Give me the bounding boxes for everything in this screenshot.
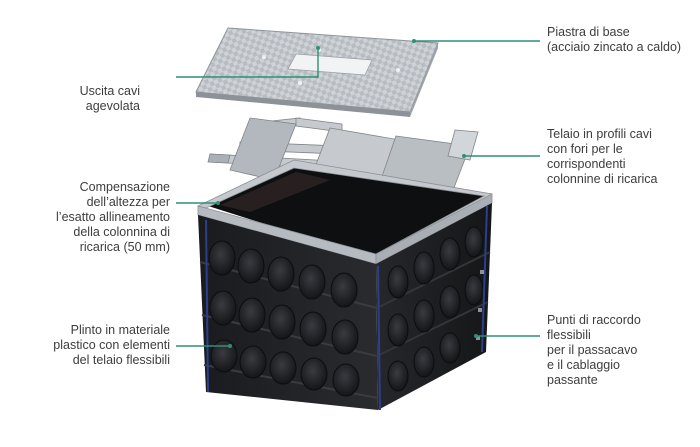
callout-line: Plinto in materiale: [70, 323, 170, 337]
callout-line: l’esatto allineamento: [56, 210, 170, 224]
callout-line: (acciaio zincato a caldo): [547, 40, 682, 54]
callout-line: con fori per le: [547, 142, 623, 156]
callout-line: del telaio flessibili: [72, 353, 170, 367]
callout-line: della colonnina di: [73, 225, 170, 239]
callout-line: Punti di raccordo: [547, 313, 641, 327]
callout-line: passante: [547, 373, 598, 387]
callout-line: per il passacavo: [547, 343, 638, 357]
callout-line: agevolata: [85, 99, 140, 113]
callout-base-plate: Piastra di base (acciaio zincato a caldo…: [547, 25, 681, 55]
callout-line: ricarica (50 mm): [79, 240, 170, 254]
callout-line: plastico con elementi: [53, 338, 170, 352]
callout-line: Compensazione: [79, 180, 170, 194]
callout-line: Telaio in profili cavi: [547, 127, 652, 141]
base-plate: [195, 27, 439, 117]
plastic-plinth: [196, 159, 494, 411]
callout-line: flessibili: [547, 328, 591, 342]
callout-line: e il cablaggio: [547, 358, 620, 372]
callout-height-compensation: Compensazione dell’altezza per l’esatto …: [56, 180, 170, 255]
leader-lines: [176, 40, 540, 347]
leader-cable-exit: [176, 48, 319, 78]
callout-connection-points: Punti di raccordo flessibili per il pass…: [547, 313, 641, 388]
callout-line: dell’altezza per: [86, 195, 170, 209]
callout-frame: Telaio in profili cavi con fori per le c…: [547, 127, 657, 187]
callout-line: Piastra di base: [547, 25, 630, 39]
callout-line: colonnine di ricarica: [547, 172, 658, 186]
callout-line: Uscita cavi: [79, 84, 140, 98]
callout-plinth: Plinto in materiale plastico con element…: [53, 323, 170, 368]
callout-cable-exit: Uscita cavi agevolata: [80, 84, 140, 114]
callout-line: corrispondenti: [547, 157, 626, 171]
